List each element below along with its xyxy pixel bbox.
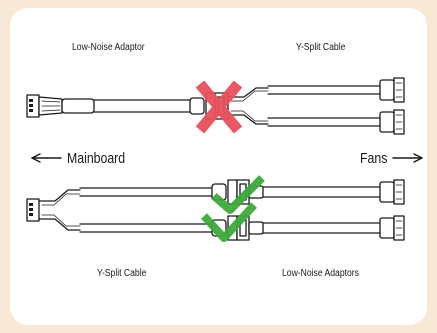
top-mainboard-connector [26,94,63,118]
bottom-mainboard-connector [26,189,81,231]
top-right-label: Y-Split Cable [296,42,346,53]
cross-icon [195,80,243,134]
top-low-noise-adaptor [61,92,229,120]
fans-arrow [392,153,423,163]
mainboard-label: Mainboard [67,150,126,167]
fans-label: Fans [360,150,388,167]
bottom-y-split-cable [79,183,227,237]
top-y-split-cable [227,77,405,135]
diagram-panel [10,8,427,325]
check-icon [201,175,265,242]
bottom-configuration [26,175,405,242]
bottom-right-label: Low-Noise Adaptors [282,268,359,279]
top-configuration [26,77,405,135]
mainboard-arrow [31,153,62,163]
bottom-left-label: Y-Split Cable [97,268,147,279]
top-left-label: Low-Noise Adaptor [72,42,145,53]
